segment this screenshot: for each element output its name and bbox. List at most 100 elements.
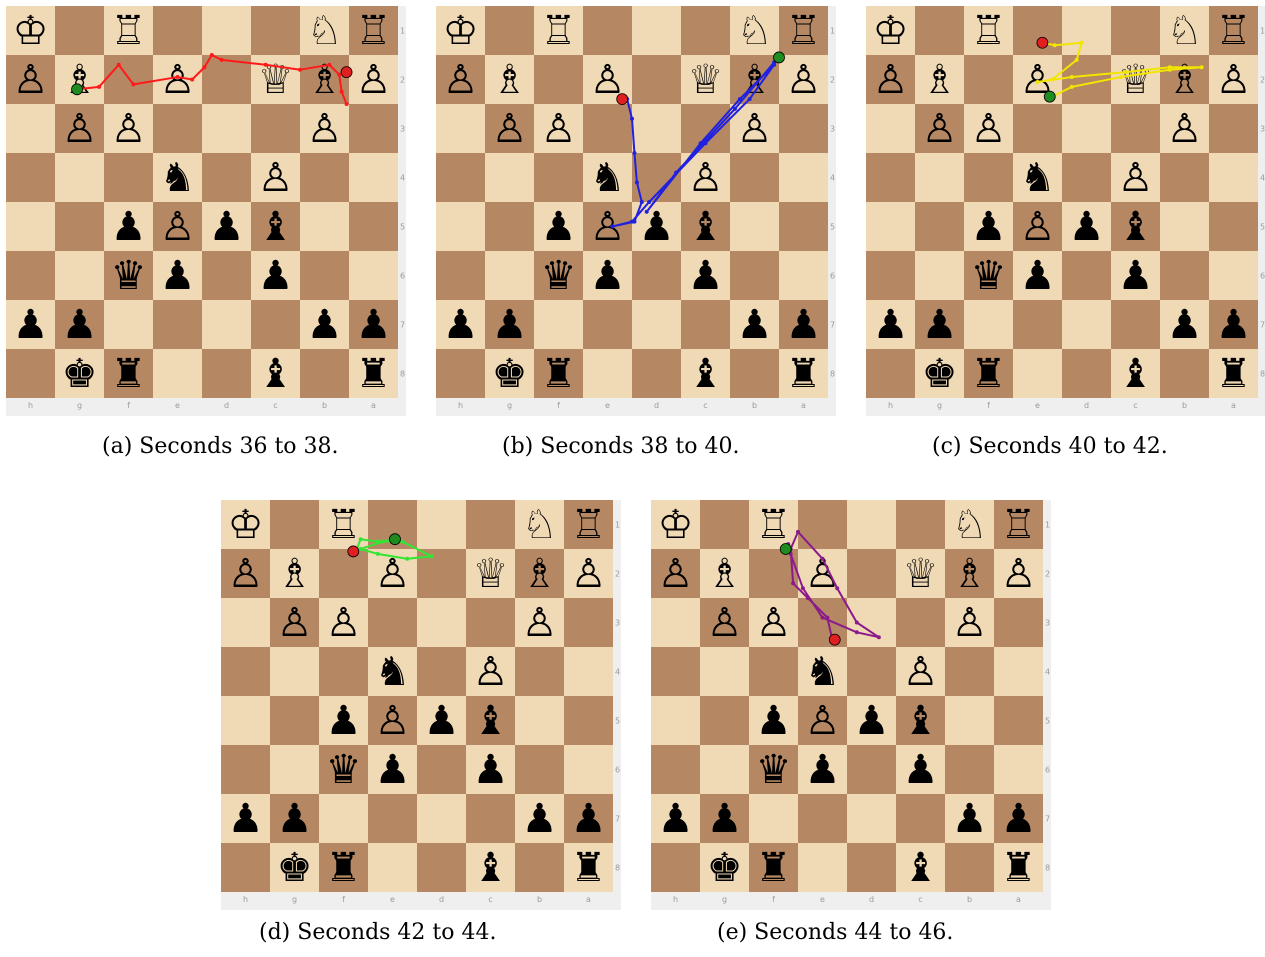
black-king-icon[interactable]: ♚ — [277, 845, 313, 891]
board-square[interactable] — [221, 647, 270, 696]
board-square[interactable] — [221, 696, 270, 745]
board-square[interactable] — [866, 104, 915, 153]
board-square[interactable] — [994, 745, 1043, 794]
board-square[interactable] — [779, 153, 828, 202]
board-square[interactable] — [417, 500, 466, 549]
board-square[interactable] — [915, 6, 964, 55]
board-square[interactable] — [1160, 153, 1209, 202]
board-square[interactable] — [564, 647, 613, 696]
board-square[interactable] — [104, 153, 153, 202]
black-king-icon[interactable]: ♚ — [922, 351, 958, 397]
board-square[interactable] — [417, 745, 466, 794]
board-square[interactable] — [436, 202, 485, 251]
white-queen-icon[interactable]: ♕ — [688, 57, 724, 103]
board-square[interactable] — [749, 794, 798, 843]
board-square[interactable] — [945, 696, 994, 745]
white-pawn-icon[interactable]: ♙ — [873, 57, 909, 103]
board-square[interactable] — [847, 500, 896, 549]
white-pawn-icon[interactable]: ♙ — [473, 649, 509, 695]
white-queen-icon[interactable]: ♕ — [1118, 57, 1154, 103]
board-square[interactable] — [915, 251, 964, 300]
board-square[interactable] — [202, 6, 251, 55]
black-pawn-icon[interactable]: ♟ — [356, 302, 392, 348]
board-square[interactable] — [534, 300, 583, 349]
white-pawn-icon[interactable]: ♙ — [688, 155, 724, 201]
white-pawn-icon[interactable]: ♙ — [522, 600, 558, 646]
white-rook-icon[interactable]: ♖ — [971, 8, 1007, 54]
board-square[interactable] — [55, 202, 104, 251]
white-queen-icon[interactable]: ♕ — [903, 551, 939, 597]
white-knight-icon[interactable]: ♘ — [952, 502, 988, 548]
black-pawn-icon[interactable]: ♟ — [952, 796, 988, 842]
board-square[interactable] — [1013, 349, 1062, 398]
board-square[interactable] — [153, 6, 202, 55]
board-square[interactable] — [779, 104, 828, 153]
board-square[interactable] — [319, 794, 368, 843]
black-rook-icon[interactable]: ♜ — [111, 351, 147, 397]
board-square[interactable] — [1062, 349, 1111, 398]
board-square[interactable] — [994, 696, 1043, 745]
black-pawn-icon[interactable]: ♟ — [1001, 796, 1037, 842]
board-square[interactable] — [681, 6, 730, 55]
black-pawn-icon[interactable]: ♟ — [209, 204, 245, 250]
board-square[interactable] — [368, 598, 417, 647]
white-king-icon[interactable]: ♔ — [658, 502, 694, 548]
board-square[interactable] — [202, 153, 251, 202]
white-pawn-icon[interactable]: ♙ — [756, 600, 792, 646]
board-square[interactable] — [270, 647, 319, 696]
board-square[interactable] — [651, 843, 700, 892]
board-square[interactable] — [55, 251, 104, 300]
white-bishop-icon[interactable]: ♗ — [277, 551, 313, 597]
black-rook-icon[interactable]: ♜ — [571, 845, 607, 891]
board-square[interactable] — [202, 251, 251, 300]
black-king-icon[interactable]: ♚ — [492, 351, 528, 397]
board-square[interactable] — [251, 6, 300, 55]
board-square[interactable] — [700, 647, 749, 696]
black-queen-icon[interactable]: ♛ — [111, 253, 147, 299]
black-pawn-icon[interactable]: ♟ — [571, 796, 607, 842]
white-pawn-icon[interactable]: ♙ — [258, 155, 294, 201]
board-square[interactable] — [319, 647, 368, 696]
board-square[interactable] — [485, 251, 534, 300]
board-square[interactable] — [847, 598, 896, 647]
white-pawn-icon[interactable]: ♙ — [541, 106, 577, 152]
white-pawn-icon[interactable]: ♙ — [571, 551, 607, 597]
black-pawn-icon[interactable]: ♟ — [492, 302, 528, 348]
black-knight-icon[interactable]: ♞ — [805, 649, 841, 695]
board-square[interactable] — [866, 251, 915, 300]
white-queen-icon[interactable]: ♕ — [473, 551, 509, 597]
white-pawn-icon[interactable]: ♙ — [375, 698, 411, 744]
board-square[interactable] — [866, 202, 915, 251]
black-pawn-icon[interactable]: ♟ — [756, 698, 792, 744]
white-pawn-icon[interactable]: ♙ — [952, 600, 988, 646]
black-rook-icon[interactable]: ♜ — [326, 845, 362, 891]
white-pawn-icon[interactable]: ♙ — [326, 600, 362, 646]
black-bishop-icon[interactable]: ♝ — [258, 204, 294, 250]
board-square[interactable] — [915, 153, 964, 202]
white-king-icon[interactable]: ♔ — [13, 8, 49, 54]
board-square[interactable] — [251, 300, 300, 349]
board-square[interactable] — [1062, 6, 1111, 55]
board-square[interactable] — [632, 104, 681, 153]
board-square[interactable] — [964, 55, 1013, 104]
board-square[interactable] — [700, 696, 749, 745]
board-square[interactable] — [866, 349, 915, 398]
black-pawn-icon[interactable]: ♟ — [160, 253, 196, 299]
board-square[interactable] — [55, 153, 104, 202]
board-square[interactable] — [681, 104, 730, 153]
board-square[interactable] — [700, 500, 749, 549]
black-pawn-icon[interactable]: ♟ — [307, 302, 343, 348]
white-pawn-icon[interactable]: ♙ — [658, 551, 694, 597]
board-square[interactable] — [270, 745, 319, 794]
board-square[interactable] — [847, 794, 896, 843]
board-square[interactable] — [1062, 300, 1111, 349]
white-rook-icon[interactable]: ♖ — [356, 8, 392, 54]
board-square[interactable] — [270, 696, 319, 745]
white-king-icon[interactable]: ♔ — [873, 8, 909, 54]
black-pawn-icon[interactable]: ♟ — [258, 253, 294, 299]
board-square[interactable] — [564, 745, 613, 794]
board-square[interactable] — [1209, 251, 1258, 300]
board-square[interactable] — [798, 794, 847, 843]
black-knight-icon[interactable]: ♞ — [375, 649, 411, 695]
board-square[interactable] — [730, 153, 779, 202]
